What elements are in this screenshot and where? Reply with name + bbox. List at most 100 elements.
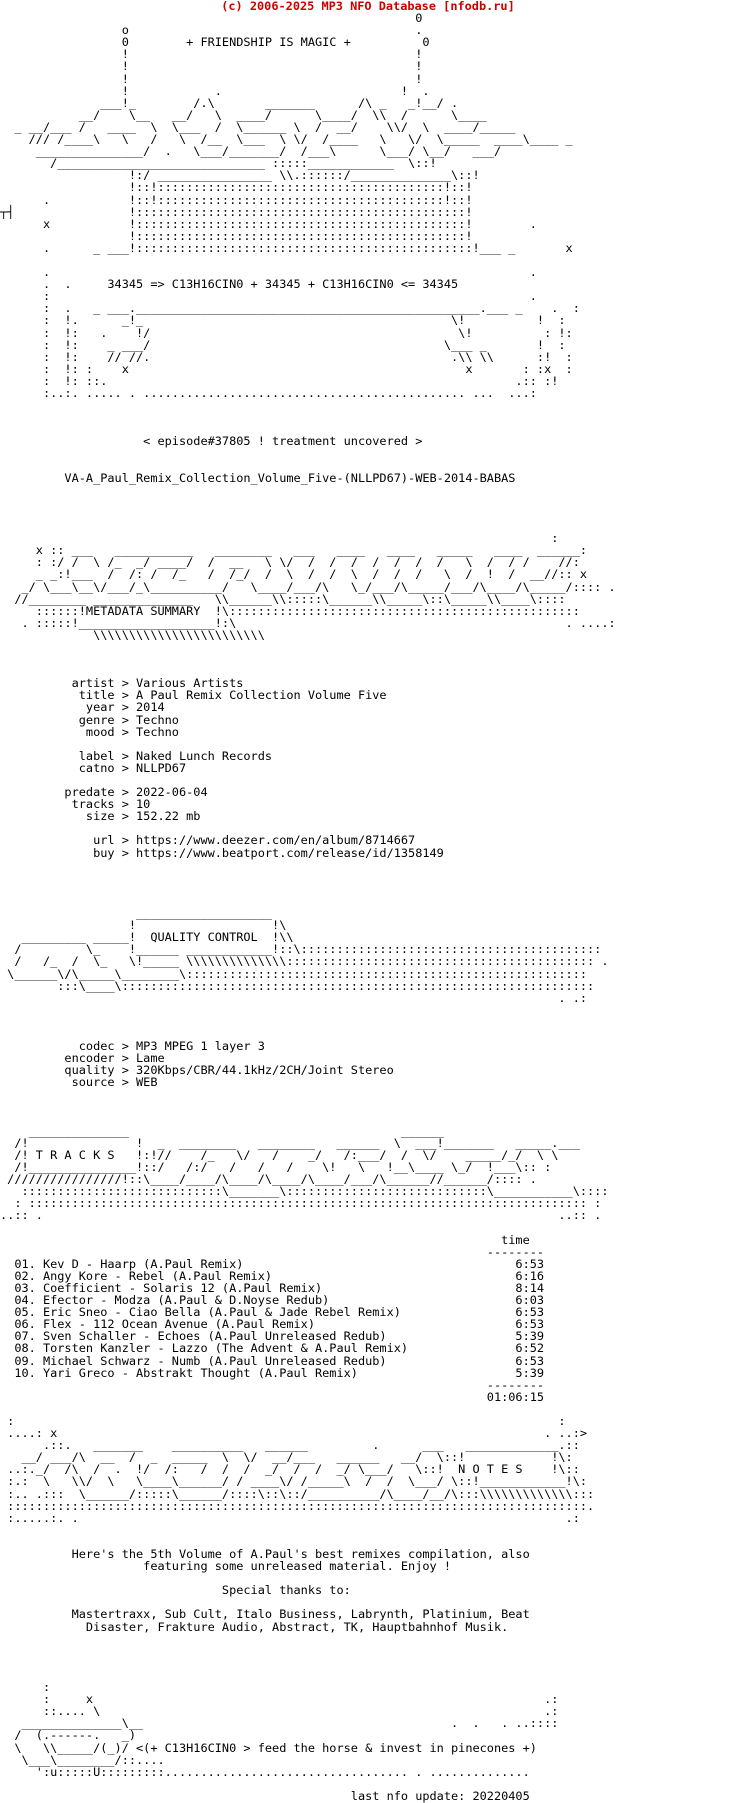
nfo-lines: 0 o . 0 + FRIENDSHIP IS MAGIC + 0 ! ! ! [0,12,736,1802]
nfo-line: : . [0,289,537,304]
nfo-line: ....: x . ..:> [0,1426,588,1441]
nfo-line: : !: : x x : :x : [0,361,573,376]
nfo-line: ':u:::::U:::::::::......................… [0,1764,530,1779]
nfo-line: ////////////////!::\____/____/\____/\___… [0,1172,537,1187]
nfo-line: _/ \___\__\/___/_\__________/ \____/___/… [0,579,616,594]
nfo-line: : [0,531,559,546]
nfo-line: encoder > Lame [0,1051,165,1066]
nfo-line: . !::!::::::::::::::::::::::::::::::::::… [0,192,473,207]
nfo-line: /// /____\ \ / \ /__ \___ \ \/ /____ \ \… [0,132,573,147]
nfo-line: / (.------. _) [0,1728,137,1743]
nfo-line: ::::::::::::::::::::::::::::\_______\:::… [0,1184,609,1199]
nfo-line: _ __/___ / ____ \ \___ / \______ \ / __/… [0,119,516,134]
nfo-line: ! ! [0,71,423,86]
nfo-line: / \_ !______ ____________!::\:::::::::::… [0,942,602,957]
nfo-line [0,641,736,653]
nfo-line: : . _ ___.______________________________… [0,301,580,316]
nfo-line: : !. _!_ \! ! : [0,313,566,328]
nfo-line [0,1645,736,1657]
nfo-line: . . [0,265,537,280]
nfo-line: \ \\_____/(_)/ <(+ C13H16CIN0 > feed the… [0,1740,537,1755]
nfo-line: x :: ___ ___________ ________ ___ ____ _… [0,543,588,558]
nfo-line: :.. .::: \______/:::::\______/::::\::\::… [0,1486,595,1501]
nfo-line [0,1004,736,1016]
nfo-line: _______________/ . \___/_______/ /___\ \… [0,144,502,159]
nfo-line: / /_ / \_ \!_____ \\\\\\\\\\\\\\::::::::… [0,954,609,969]
nfo-line [0,447,736,459]
nfo-line: !:::::::::::::::::::::::::::::::::::::::… [0,228,473,243]
nfo-line [0,871,736,883]
nfo-line [0,1101,736,1113]
nfo-line [0,508,736,520]
nfo-line: : x .: [0,1692,559,1707]
nfo-line: //________ ______________ \\______\\::::… [0,591,566,606]
nfo-line: catno > NLLPD67 [0,760,187,775]
nfo-line: !::!::::::::::::::::::::::::::::::::::::… [0,180,473,195]
nfo-line: buy > https://www.beatport.com/release/i… [0,845,444,860]
nfo-line: tracks > 10 [0,797,151,812]
nfo-line: ___________________ [0,906,273,921]
nfo-line: Here's the 5th Volume of A.Paul's best r… [0,1547,530,1561]
nfo-line: label > Naked Lunch Records [0,748,273,763]
nfo-line: ! ! [0,47,423,62]
nfo-line: predate > 2022-06-04 [0,785,208,800]
nfo-line: o . [0,23,423,38]
nfo-line: ______________\__ . . . ..:::: [0,1716,559,1731]
nfo-line: last nfo update: 20220405 [0,1788,530,1803]
nfo-line: !:/ ________________ \\.::::::/_________… [0,168,480,183]
nfo-line: 03. Coefficient - Solaris 12 (A.Paul Rem… [0,1280,545,1295]
nfo-line: \\\\\\\\\\\\\\\\\\\\\\\\ [0,627,265,642]
nfo-line: __/ ___/\ __ / _ _____ \ \/ __/___ _____… [0,1450,573,1465]
nfo-line: ___!_ /.\ _______ /\ _ _!__/ . [0,95,459,110]
nfo-line: ::::::!METADATA SUMMARY !\::::::::::::::… [0,603,580,618]
nfo-line: : :/ / \ /_ _/ ____/ / __ \ \/ / / / / /… [0,555,580,570]
nfo-line: -------- [0,1244,545,1259]
nfo-line: 09. Michael Schwarz - Numb (A.Paul Unrel… [0,1353,545,1368]
nfo-line: title > A Paul Remix Collection Volume F… [0,688,387,703]
nfo-line: . .: [0,990,588,1005]
nfo-line: x !:::::::::::::::::::::::::::::::::::::… [0,216,537,231]
nfo-line: ..:._/ /\ / . !/ /: / / / _/ / / _/ \___… [0,1462,580,1477]
nfo-line: 0 + FRIENDSHIP IS MAGIC + 0 [0,35,430,50]
nfo-line: . :::::!___________________!:\ . ....: [0,615,616,630]
nfo-line: /!_______________!::/ /:/ / / / \! \ !__… [0,1160,552,1174]
nfo-line: ! . ! . [0,83,430,98]
nfo-line: Disaster, Frakture Audio, Abstract, TK, … [0,1619,509,1634]
nfo-line: :::\____\:::::::::::::::::::::::::::::::… [0,978,595,993]
nfo-line: < episode#37805 ! treatment uncovered > [0,434,423,449]
nfo-line: Special thanks to: [0,1583,351,1598]
nfo-line: : ::::::::::::::::::::::::::::::::::::::… [0,1196,602,1211]
nfo-line: /_____________________________ :::::____… [0,156,437,171]
nfo-line [0,738,736,750]
nfo-line [0,883,736,895]
nfo-line: year > 2014 [0,700,165,715]
nfo-line [0,460,736,472]
nfo-line: 08. Torsten Kanzler - Lazzo (The Advent … [0,1341,545,1356]
nfo-line: featuring some unreleased material. Enjo… [0,1559,452,1574]
nfo-line: . . 34345 => C13H16CIN0 + 34345 + C13H16… [0,277,459,292]
nfo-line [0,484,736,496]
nfo-line: ______________ ______ [0,1123,444,1138]
nfo-line: \___\________/::.... [0,1752,165,1767]
nfo-line: ! ! [0,59,423,74]
nfo-line [0,1633,736,1645]
nfo-line: 01. Kev D - Haarp (A.Paul Remix) 6:53 [0,1256,545,1271]
nfo-line: 04. Efector - Modza (A.Paul & D.Noyse Re… [0,1293,545,1308]
nfo-line: _ _:!___ / /: / /_ / /_/ / \ / / \ / / /… [0,567,588,582]
nfo-line: size > 152.22 mb [0,809,201,824]
nfo-line [0,1657,736,1669]
nfo-line: -------- [0,1377,545,1392]
nfo-line: ..:: . ..:: . [0,1208,602,1223]
nfo-line [0,1221,736,1233]
nfo-line: ::::::::::::::::::::::::::::::::::::::::… [0,1498,595,1513]
nfo-line: codec > MP3 MPEG 1 layer 3 [0,1039,265,1054]
nfo-line: 01:06:15 [0,1389,545,1404]
nfo-line: mood > Techno [0,724,179,739]
nfo-line: 10. Yari Greco - Abstrakt Thought (A.Pau… [0,1365,545,1380]
nfo-line: quality > 320Kbps/CBR/44.1kHz/2CH/Joint … [0,1063,394,1078]
nfo-line: 06. Flex - 112 Ocean Avenue (A.Paul Remi… [0,1317,545,1332]
nfo-line: 02. Angy Kore - Rebel (A.Paul Remix) 6:1… [0,1268,545,1283]
nfo-line: Mastertraxx, Sub Cult, Italo Business, L… [0,1607,530,1622]
nfo-line [0,1088,736,1100]
